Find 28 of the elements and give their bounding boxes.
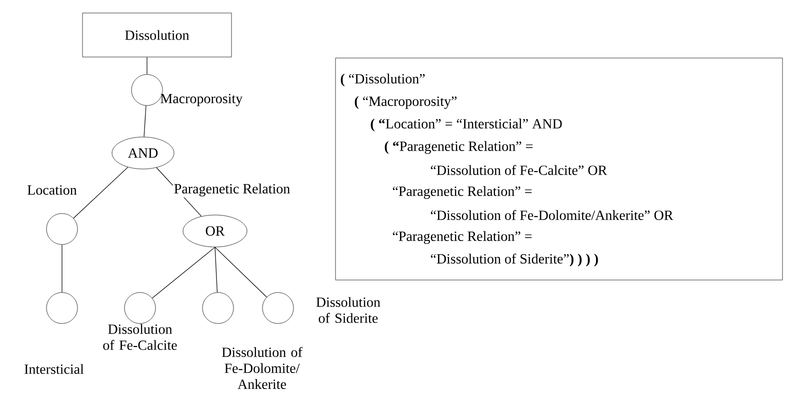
- node-caption: Dissolution of Fe-Dolomite/ Ankerite: [222, 347, 302, 389]
- query-line: “Paragenetic Relation” =: [392, 186, 532, 199]
- connector-line: [144, 105, 146, 138]
- query-line: “Dissolution of Siderite”) ) ) ): [430, 254, 598, 266]
- node-caption: Macroporosity: [160, 94, 243, 106]
- query-line: ( “Location” = “Intersticial” AND: [370, 118, 562, 132]
- query-line: “Paragenetic Relation” =: [392, 231, 532, 244]
- connector-line: [214, 246, 267, 298]
- circle-node: [202, 292, 234, 324]
- node-caption: Intersticial: [24, 364, 84, 374]
- query-line: ( “Macroporosity”: [354, 96, 457, 109]
- title-box: Dissolution: [82, 12, 232, 58]
- connector-line: [214, 246, 218, 293]
- connector-line: [73, 166, 128, 219]
- circle-node: [262, 292, 294, 324]
- connector-line: [146, 56, 148, 75]
- circle-node: [46, 213, 78, 245]
- edge-label: Paragenetic Relation: [172, 182, 292, 198]
- query-line: “Dissolution of Fe-Calcite” OR: [430, 165, 608, 175]
- query-line: “Dissolution of Fe-Dolomite/Ankerite” OR: [430, 210, 674, 220]
- query-line: ( “Paragenetic Relation” =: [384, 141, 533, 154]
- circle-node: [46, 292, 78, 324]
- query-line: ( “Dissolution”: [340, 74, 425, 86]
- circle-node: [124, 292, 156, 324]
- node-caption: Dissolution of Fe-Calcite: [103, 324, 177, 350]
- connector-line: [152, 246, 216, 298]
- edge-label: Location: [26, 184, 78, 196]
- node-caption: Dissolution of Siderite: [316, 297, 380, 323]
